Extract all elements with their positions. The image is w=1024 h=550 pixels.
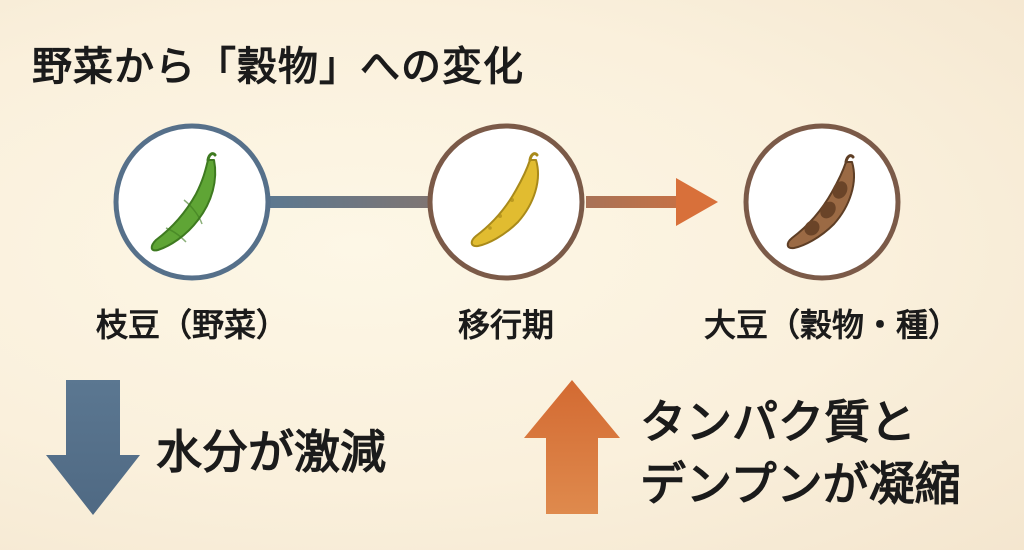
- stage-label-transition: 移行期: [457, 306, 555, 344]
- connector-arrowhead: [676, 178, 718, 226]
- water-decrease-text: 水分が激減: [156, 425, 386, 479]
- down-arrow-icon: [46, 380, 140, 515]
- nutrient-text-line2: デンプンが凝縮: [640, 457, 961, 511]
- nutrient-text-line1: タンパク質と: [640, 395, 916, 449]
- stage-label-edamame: 枝豆（野菜）: [95, 306, 289, 344]
- page-title: 野菜から「穀物」への変化: [32, 44, 524, 90]
- yellow-pod-icon: [427, 123, 585, 281]
- up-arrow-icon: [524, 380, 620, 514]
- connector-line-2: [586, 196, 678, 208]
- green-pod-icon: [113, 123, 271, 281]
- stage-label-soybean: 大豆（穀物・種）: [703, 306, 961, 344]
- connector-line-1: [264, 196, 432, 208]
- brown-pod-icon: [743, 123, 901, 281]
